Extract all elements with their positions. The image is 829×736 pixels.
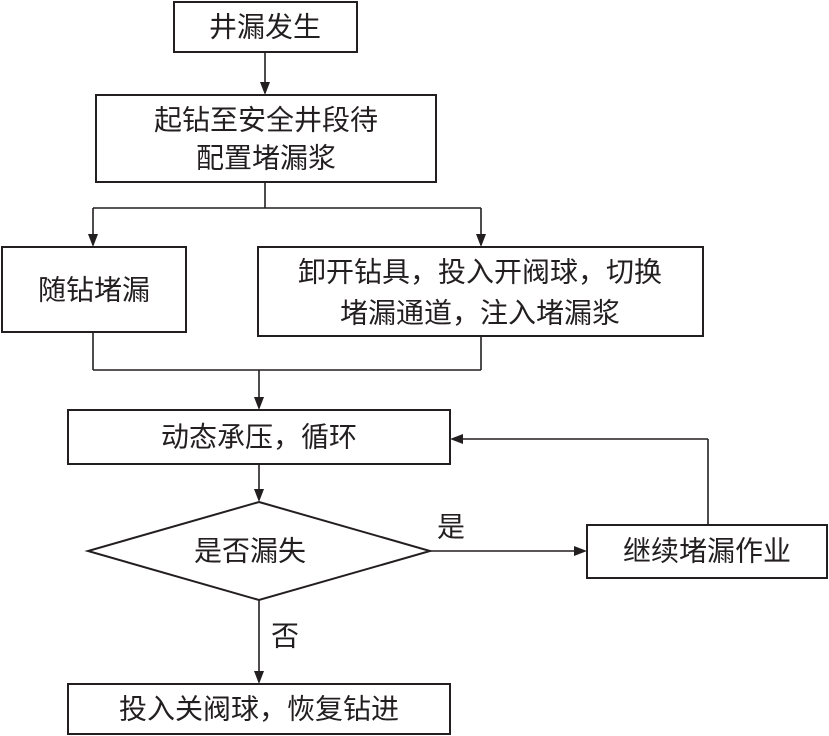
arrowhead-pressure bbox=[254, 397, 264, 410]
arrowhead-resume bbox=[254, 671, 264, 684]
trip-out-label-line2: 配置堵漏浆 bbox=[196, 142, 336, 175]
trip-out-label-line1: 起钻至安全井段待 bbox=[154, 104, 378, 137]
plug-with-drill-box bbox=[1, 246, 187, 333]
unload-tools-label-line2: 堵漏通道，注入堵漏浆 bbox=[340, 297, 620, 330]
resume-drilling-box bbox=[67, 683, 451, 735]
plug-with-drill-label: 随钻堵漏 bbox=[38, 274, 150, 307]
arrowhead-plug-with-drill bbox=[88, 234, 98, 247]
yes-label: 是 bbox=[437, 511, 465, 544]
no-label: 否 bbox=[271, 620, 299, 653]
connectors bbox=[88, 52, 709, 684]
pressure-cycle-label: 动态承压，循环 bbox=[161, 421, 357, 454]
arrowhead-loop-back bbox=[450, 434, 463, 444]
arrowhead-unload-tools bbox=[476, 234, 486, 247]
trip-out-box bbox=[95, 94, 437, 183]
arrowhead-tripout bbox=[260, 82, 270, 95]
resume-drilling-label: 投入关阀球，恢复钻进 bbox=[119, 693, 399, 726]
pressure-cycle-box bbox=[67, 409, 451, 465]
start-label: 井漏发生 bbox=[209, 11, 321, 44]
start-box bbox=[173, 1, 358, 53]
decision-diamond bbox=[84, 500, 434, 602]
decision-label: 是否漏失 bbox=[194, 535, 306, 568]
continue-plugging-box bbox=[586, 524, 828, 579]
unload-tools-label-line1: 卸开钻具，投入开阀球，切换 bbox=[298, 256, 662, 289]
unload-tools-box bbox=[257, 246, 704, 337]
arrowhead-continue bbox=[574, 546, 587, 556]
continue-plugging-label: 继续堵漏作业 bbox=[623, 535, 791, 568]
arrowhead-decision bbox=[254, 489, 264, 502]
